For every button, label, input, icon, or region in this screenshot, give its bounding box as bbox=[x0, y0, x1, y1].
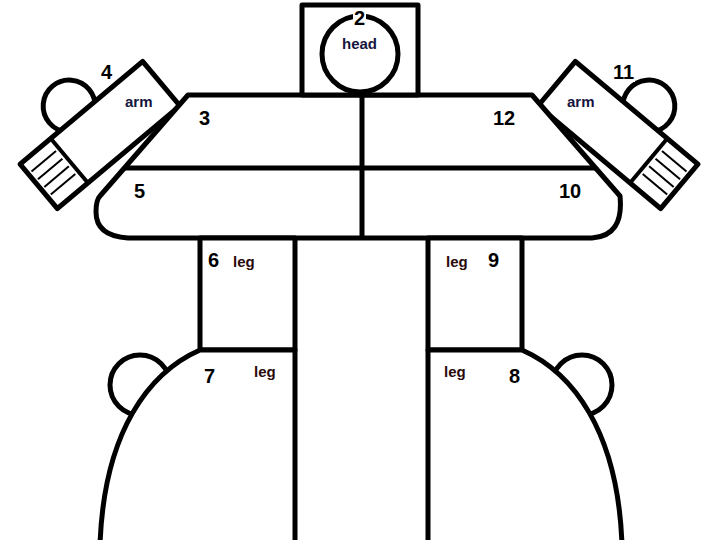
callout-number: 7 bbox=[203, 366, 216, 386]
part-name: leg bbox=[445, 254, 469, 269]
arm-hatch bbox=[31, 151, 75, 195]
right-upper-leg bbox=[428, 238, 522, 350]
right-arm bbox=[538, 31, 701, 208]
part-name: arm bbox=[566, 94, 596, 109]
callout-number: 3 bbox=[198, 108, 211, 128]
callout-number: 11 bbox=[612, 62, 635, 82]
callout-number: 9 bbox=[487, 250, 500, 270]
callout-number: 12 bbox=[492, 108, 516, 128]
callout-number: 5 bbox=[133, 181, 146, 201]
callout-number: 6 bbox=[207, 250, 220, 270]
callout-number: 8 bbox=[508, 366, 521, 386]
part-name: arm bbox=[124, 94, 154, 109]
right-foot bbox=[428, 350, 622, 540]
left-foot bbox=[100, 350, 295, 540]
callout-number: 4 bbox=[100, 62, 113, 82]
left-upper-leg bbox=[200, 238, 295, 350]
part-name: leg bbox=[253, 364, 277, 379]
torso bbox=[96, 95, 620, 238]
part-name: head bbox=[341, 36, 378, 51]
torso-center-line bbox=[360, 95, 365, 238]
part-name: leg bbox=[232, 254, 256, 269]
callout-number: 2 bbox=[353, 8, 366, 28]
arm-hatch bbox=[643, 151, 687, 195]
callout-number: 10 bbox=[558, 181, 582, 201]
head-box bbox=[302, 5, 418, 95]
part-name: leg bbox=[443, 364, 467, 379]
